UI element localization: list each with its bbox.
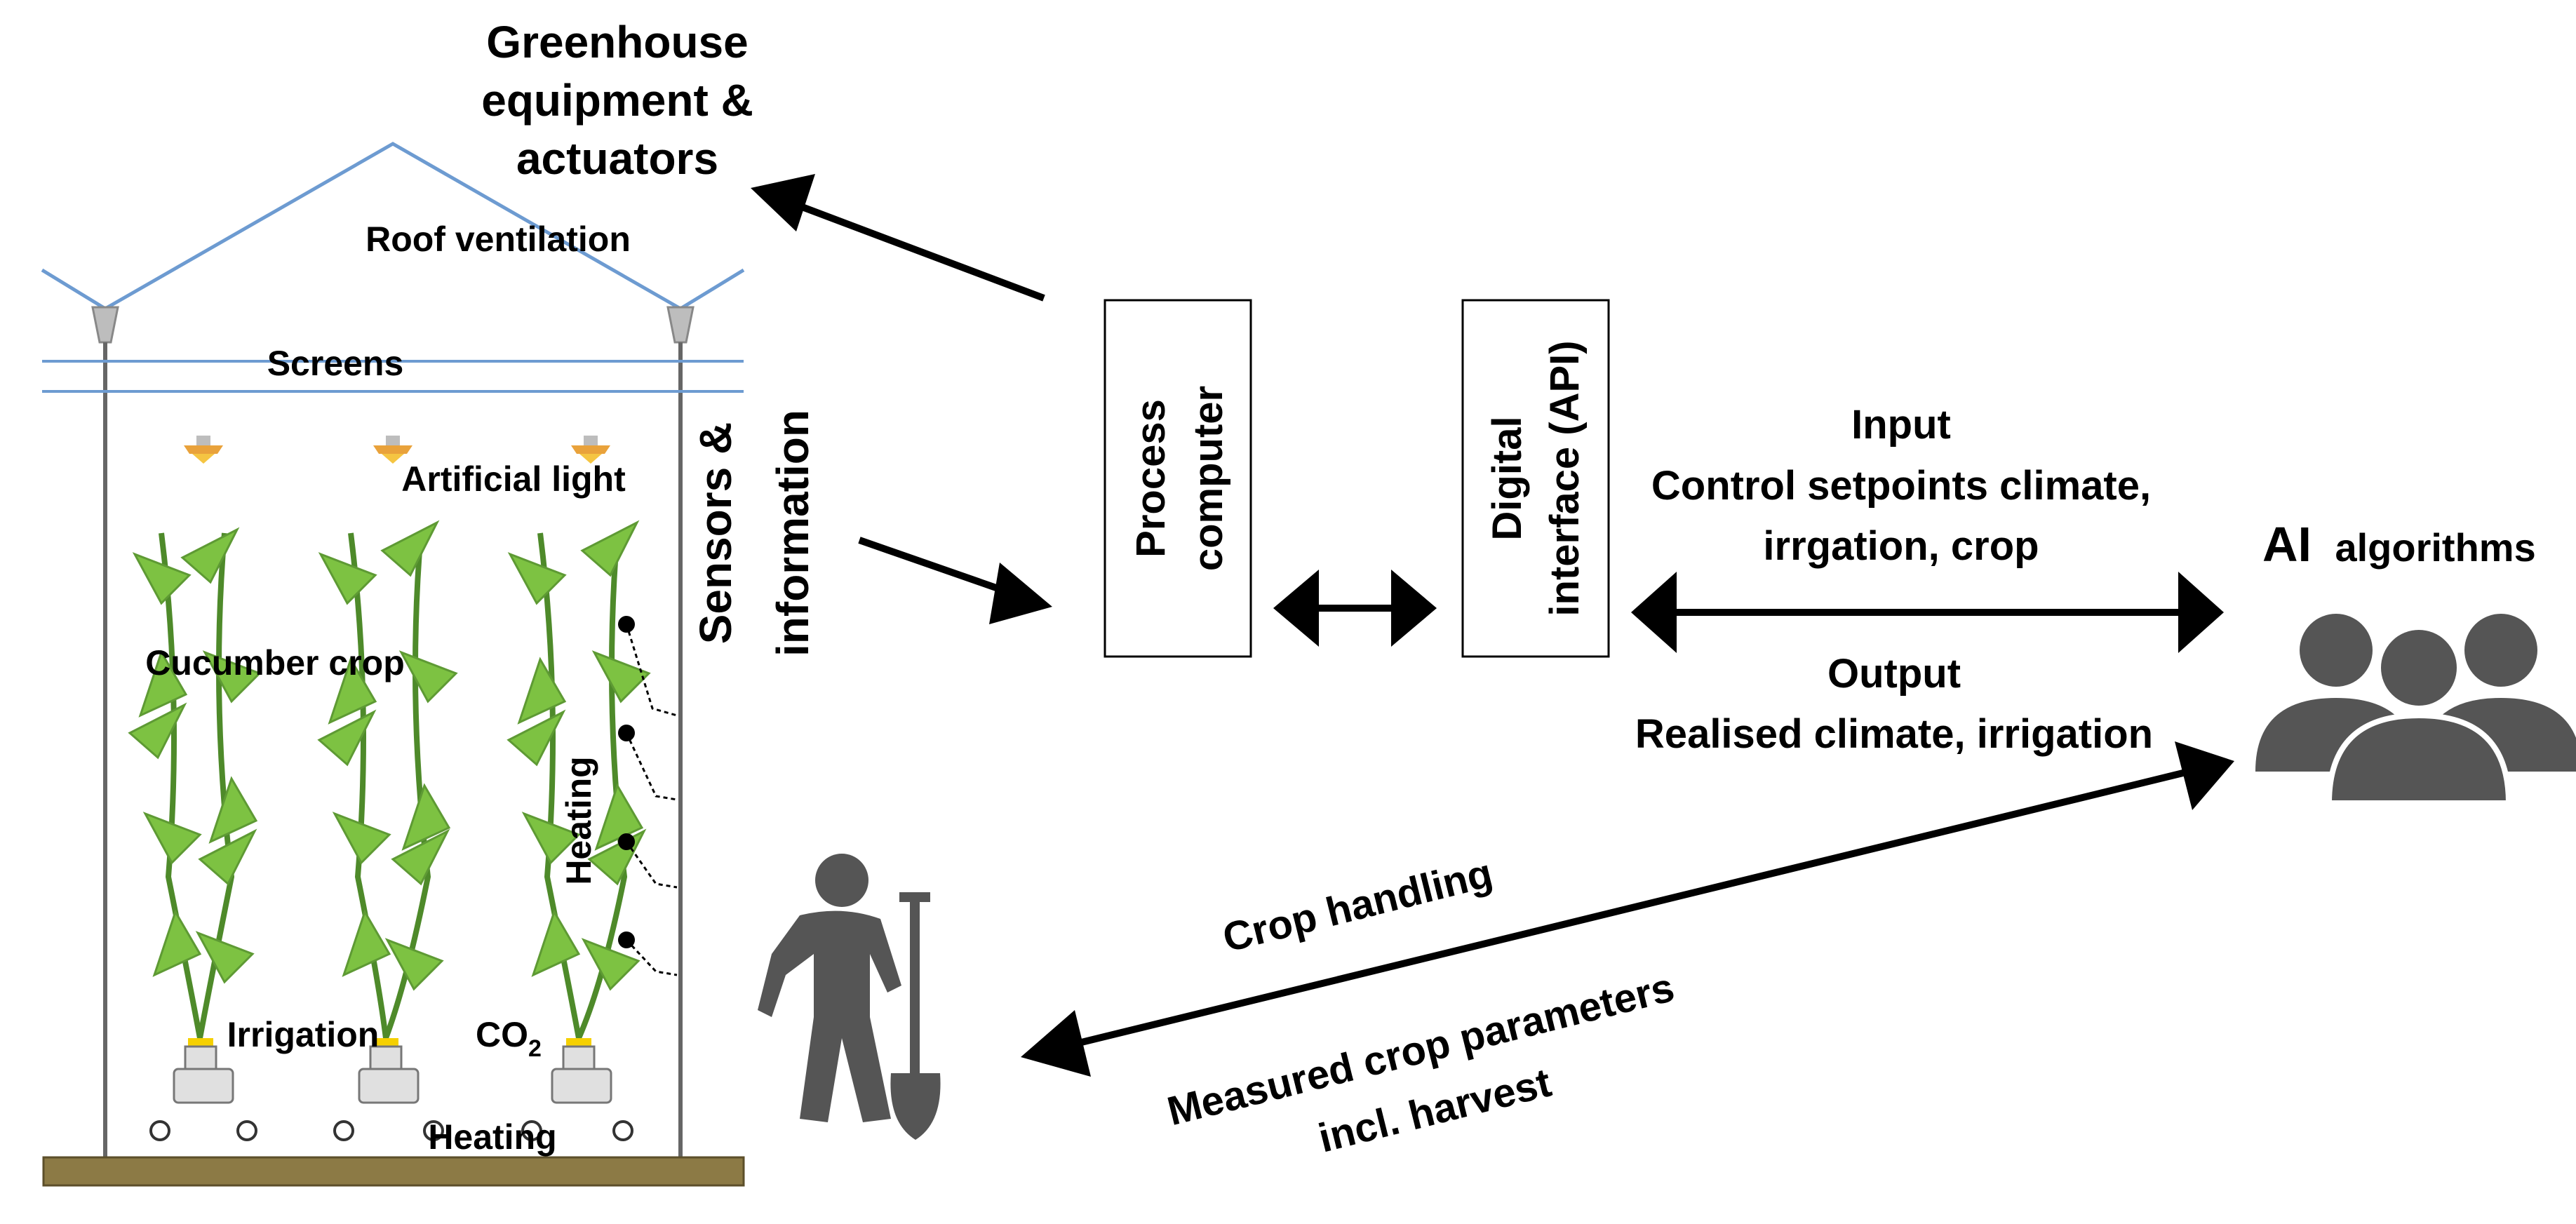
equipment-label: Greenhouse equipment & actuators	[481, 17, 753, 184]
equipment-label-line2: equipment &	[481, 75, 753, 126]
users-group-icon	[2255, 610, 2576, 806]
ai-label: AI algorithms	[2262, 517, 2536, 572]
output-line1: Realised climate, irrigation	[1635, 711, 2153, 757]
ground	[42, 1156, 745, 1187]
gutter-left	[91, 306, 119, 344]
process-computer-line1: Process	[1128, 399, 1174, 558]
process-computer-line2: computer	[1186, 386, 1231, 571]
measured-crop-label: Measured crop parameters incl. harvest	[1163, 964, 1679, 1162]
screens-label: Screens	[267, 344, 404, 383]
output-title: Output	[1827, 651, 1961, 697]
input-line1: Control setpoints climate,	[1651, 463, 2151, 509]
digital-interface-line2: interface (API)	[1542, 340, 1588, 616]
input-block: Input Control setpoints climate, irrgati…	[1651, 402, 2151, 569]
roof-outline	[41, 142, 745, 311]
crop-column	[318, 521, 457, 1040]
heating-pipes	[149, 1120, 633, 1141]
ai-label-big: AI	[2262, 517, 2312, 572]
arrows	[751, 174, 2234, 1077]
sensors-label: Sensors & information	[690, 410, 818, 657]
crop-column	[128, 528, 261, 1039]
sensors-label-line2: information	[767, 410, 818, 657]
crop-handling-label: Crop handling	[1219, 850, 1497, 961]
heating-floor-label: Heating	[428, 1117, 556, 1157]
arrow-to-equipment	[791, 200, 1045, 302]
process-computer-box: Process computer	[1103, 299, 1252, 658]
greenhouse-illustration: Roof ventilation Screens Artificial ligh…	[41, 142, 745, 1187]
farmer-with-shovel-icon	[758, 854, 941, 1140]
digital-interface-line1: Digital	[1484, 416, 1530, 540]
input-line2: irrgation, crop	[1763, 523, 2039, 569]
ai-label-small: algorithms	[2335, 525, 2535, 570]
co2-label: CO2	[476, 1015, 542, 1062]
gutter-right	[666, 306, 695, 344]
equipment-label-line1: Greenhouse	[486, 17, 748, 67]
cucumber-crop-label: Cucumber crop	[145, 643, 405, 682]
digital-interface-box: Digital interface (API)	[1461, 299, 1610, 658]
roof-ventilation-label: Roof ventilation	[365, 220, 631, 259]
artificial-light-label: Artificial light	[401, 459, 626, 499]
input-title: Input	[1851, 402, 1951, 448]
heating-vertical-label: Heating	[559, 756, 598, 885]
crop-sensors	[618, 616, 678, 976]
sensors-label-line1: Sensors &	[690, 422, 741, 645]
irrigation-units	[173, 1038, 612, 1104]
equipment-label-line3: actuators	[516, 133, 718, 184]
lamp-icon	[184, 436, 223, 464]
output-block: Output Realised climate, irrigation	[1635, 651, 2153, 757]
ai-block: AI algorithms	[2255, 517, 2576, 806]
arrow-sensors-to-computer	[858, 537, 1012, 596]
arrow-farmer-ai	[1068, 768, 2190, 1049]
irrigation-label: Irrigation	[227, 1015, 380, 1054]
